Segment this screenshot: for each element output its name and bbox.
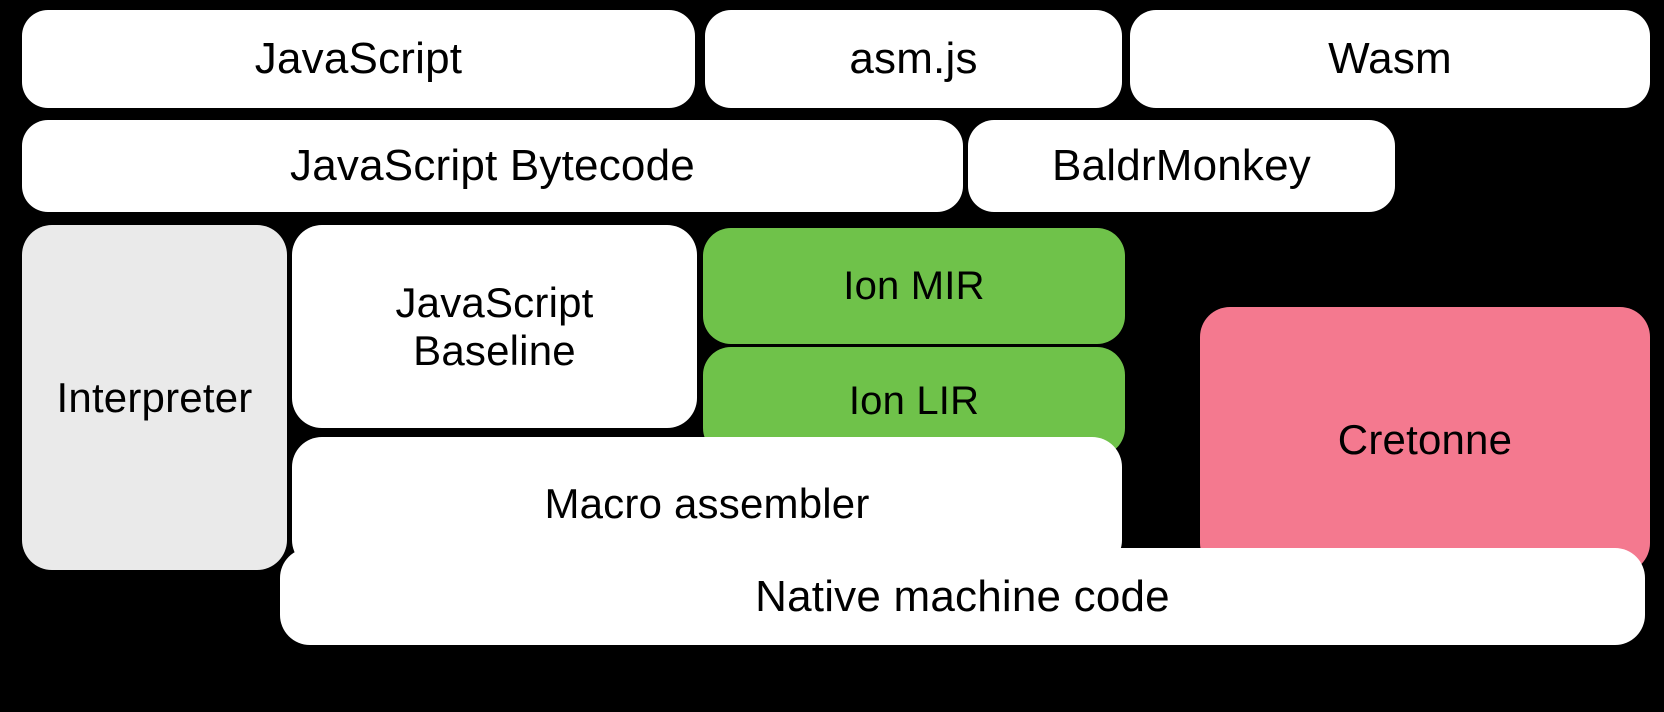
node-asm-js: asm.js <box>705 10 1122 108</box>
node-macro-assembler: Macro assembler <box>292 437 1122 570</box>
node-baldrmonkey: BaldrMonkey <box>968 120 1395 212</box>
node-ion-mir: Ion MIR <box>703 228 1125 344</box>
node-interpreter: Interpreter <box>22 225 287 570</box>
node-javascript: JavaScript <box>22 10 695 108</box>
node-javascript-bytecode: JavaScript Bytecode <box>22 120 963 212</box>
node-cretonne: Cretonne <box>1200 307 1650 573</box>
node-native-machine-code: Native machine code <box>280 548 1645 645</box>
node-wasm: Wasm <box>1130 10 1650 108</box>
node-javascript-baseline: JavaScript Baseline <box>292 225 697 428</box>
